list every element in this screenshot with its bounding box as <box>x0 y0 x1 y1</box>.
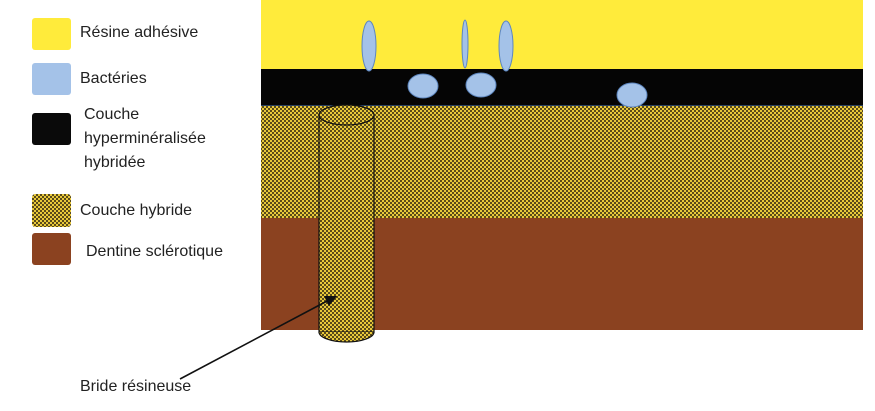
bacterium <box>407 73 439 99</box>
callout-arrow <box>179 296 337 380</box>
bacterium <box>465 72 497 98</box>
hypermineralized-layer <box>261 69 863 106</box>
legend-swatch-hybrid <box>32 194 71 227</box>
bacterium <box>461 19 469 69</box>
legend-swatch-resin <box>32 18 71 50</box>
legend-label-hypermineralized-3: hybridée <box>84 154 146 171</box>
legend-label-dentine: Dentine sclérotique <box>86 243 223 260</box>
bacterium <box>498 20 514 72</box>
legend-label-bacteria: Bactéries <box>80 70 147 87</box>
legend-label-hypermineralized-1: Couche <box>84 106 140 123</box>
resin-adhesive-layer <box>261 0 863 69</box>
bacterium <box>616 82 648 108</box>
legend-swatch-dentine <box>32 233 71 265</box>
legend-label-resin: Résine adhésive <box>80 24 199 41</box>
bacterium <box>361 20 377 72</box>
legend-label-hypermineralized-2: hyperminéralisée <box>84 130 206 147</box>
resin-tag <box>318 104 375 343</box>
legend-swatch-hypermineralized <box>32 113 71 145</box>
legend-label-hybrid: Couche hybride <box>80 202 193 219</box>
legend-swatch-bacteria <box>32 63 71 95</box>
callout-label-resin-tag: Bride résineuse <box>80 378 192 395</box>
